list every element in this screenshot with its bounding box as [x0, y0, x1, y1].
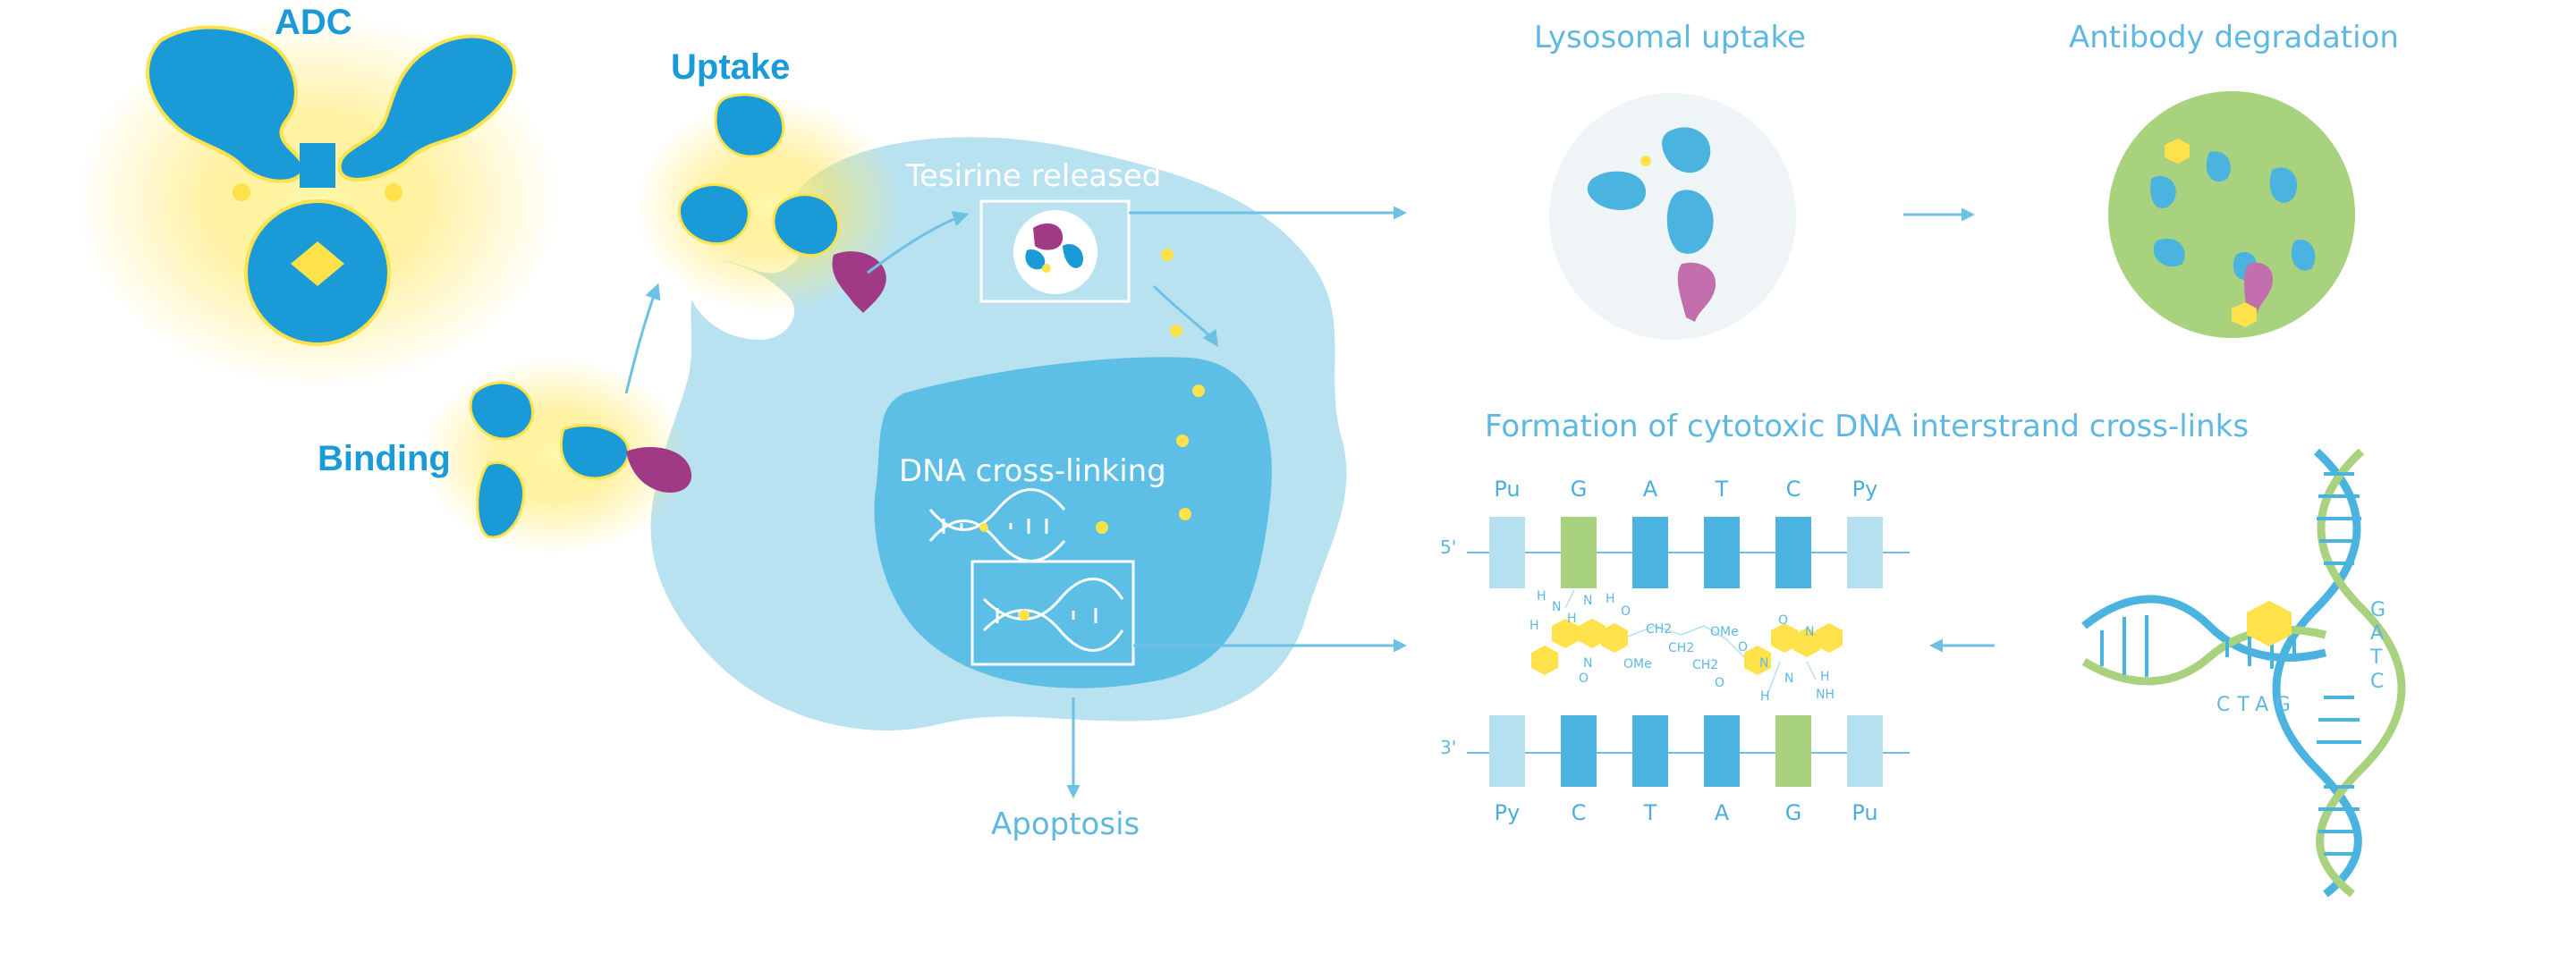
top-base-2: G [1570, 477, 1588, 502]
formation-label: Formation of cytotoxic DNA interstrand c… [1485, 409, 2250, 444]
chem-ome2: OMe [1710, 625, 1739, 639]
helix-letter-t: T [2370, 646, 2383, 669]
bottom-base-2: C [1571, 800, 1587, 825]
adc-label: ADC [275, 3, 352, 42]
binding-label: Binding [318, 439, 451, 478]
chem-h3: H [1606, 592, 1615, 606]
bottom-base-5: G [1784, 800, 1802, 825]
top-base-6: Py [1852, 477, 1878, 502]
chem-ome1: OMe [1623, 657, 1652, 671]
chem-n3: N [1583, 656, 1593, 671]
chem-o2: O [1621, 604, 1631, 619]
binding-antibody [420, 358, 692, 554]
chem-h2: H [1567, 612, 1577, 626]
chem-h4: H [1530, 619, 1539, 633]
uptake-to-tesirine-arrow [867, 211, 970, 274]
chem-n2: N [1583, 594, 1593, 608]
chem-h5: H [1760, 689, 1770, 704]
chem-n5: N [1805, 625, 1815, 639]
chem-ch2b: CH2 [1668, 641, 1695, 655]
chem-o3: O [1715, 676, 1725, 690]
tesirine-box [979, 199, 1131, 303]
bottom-base-1: Py [1494, 800, 1521, 825]
chem-n4: N [1759, 656, 1769, 671]
adc-antibody [76, 13, 559, 389]
chem-ch2a: CH2 [1646, 622, 1673, 637]
bottom-base-6: Pu [1852, 800, 1878, 825]
strand-3-prime: 3' [1440, 737, 1457, 758]
uptake-antibody [635, 93, 903, 313]
lysosome-circle [1549, 93, 1796, 340]
antibody-degradation-label: Antibody degradation [2069, 20, 2399, 55]
crosslink-strands [1467, 517, 1910, 787]
strand-5-prime: 5' [1440, 536, 1457, 558]
payload-dots [1096, 249, 1205, 534]
helix-letters-horizontal: CTAG [2216, 694, 2298, 716]
bottom-bases-bars [1489, 715, 1883, 787]
chem-rings [1531, 619, 1843, 675]
nucleus-dna-small [928, 488, 1066, 562]
degradation-circle [2108, 91, 2355, 338]
tesirine-to-nucleus-arrow [1152, 284, 1218, 347]
chem-o1: O [1579, 671, 1589, 686]
chem-ch2c: CH2 [1692, 658, 1719, 672]
chem-nh: NH [1816, 688, 1835, 702]
helix-letter-a: A [2370, 622, 2385, 645]
top-bases-bars [1489, 517, 1883, 588]
top-base-5: C [1785, 477, 1801, 502]
chem-h6: H [1820, 670, 1830, 684]
chem-n6: N [1784, 671, 1794, 686]
apoptosis-label: Apoptosis [991, 806, 1140, 842]
chem-h1: H [1537, 589, 1546, 604]
dna-cross-linking-label: DNA cross-linking [899, 453, 1166, 489]
tesirine-released-label: Tesirine released [906, 158, 1162, 194]
helix-letter-c: C [2370, 671, 2385, 693]
chem-o4: O [1738, 640, 1749, 654]
top-base-3: A [1642, 477, 1658, 502]
nucleus [874, 357, 1272, 688]
helix-letter-g: G [2370, 599, 2386, 621]
top-base-1: Pu [1494, 477, 1521, 502]
big-dna-helix [2081, 448, 2406, 898]
chem-o5: O [1778, 613, 1789, 628]
top-base-4: T [1715, 477, 1729, 502]
bottom-base-3: T [1643, 800, 1657, 825]
chem-bonds [1564, 589, 1817, 698]
chem-n1: N [1552, 600, 1562, 614]
nucleus-dna-box [970, 560, 1135, 666]
uptake-label: Uptake [671, 47, 791, 87]
binding-to-uptake-arrow [624, 283, 661, 394]
bottom-base-4: A [1714, 800, 1730, 825]
lysosomal-uptake-label: Lysosomal uptake [1534, 20, 1806, 55]
